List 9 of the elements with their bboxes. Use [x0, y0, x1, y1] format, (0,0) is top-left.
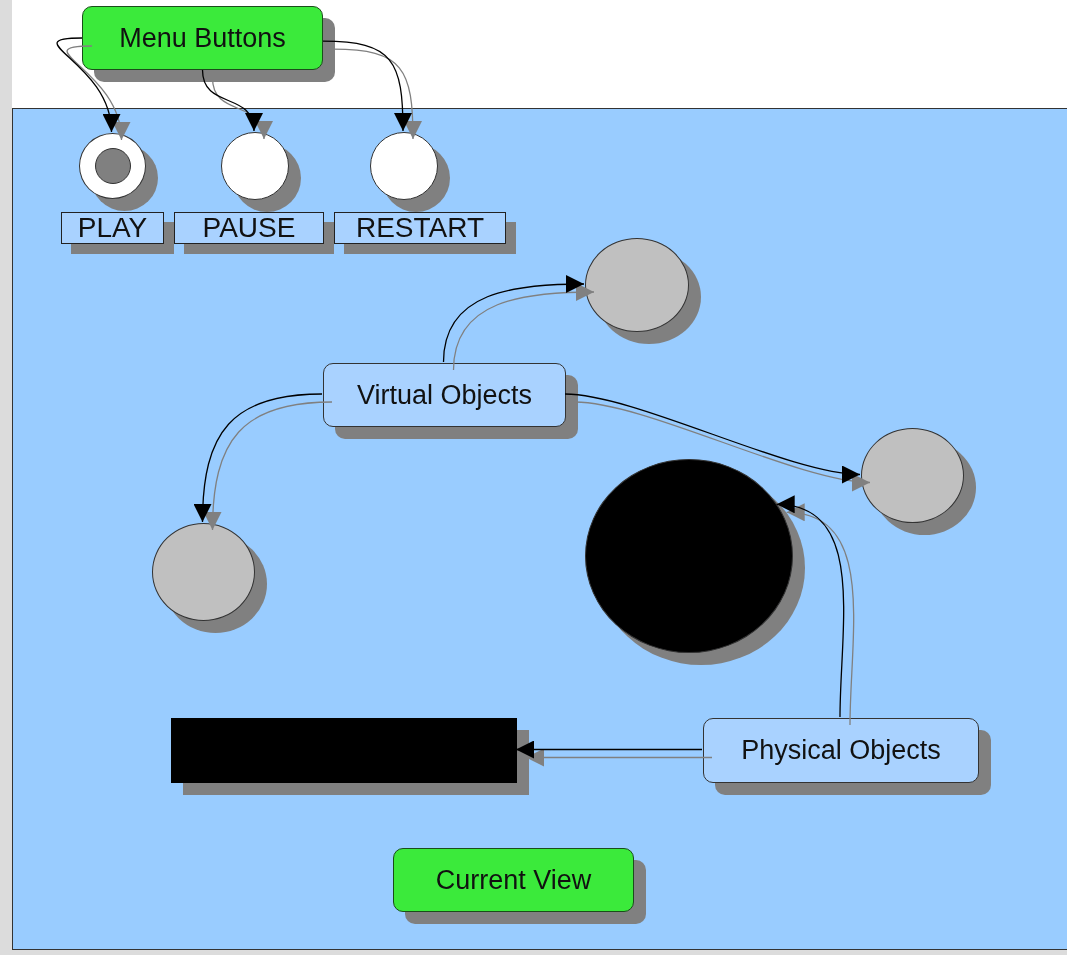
arrow — [194, 393, 323, 523]
arrow — [201, 69, 261, 132]
arrow — [322, 40, 412, 132]
arrow — [515, 740, 703, 759]
arrow — [442, 275, 585, 363]
arrow — [564, 393, 861, 482]
arrow — [776, 497, 845, 718]
view-panel — [12, 108, 1067, 950]
arrow — [56, 37, 119, 133]
